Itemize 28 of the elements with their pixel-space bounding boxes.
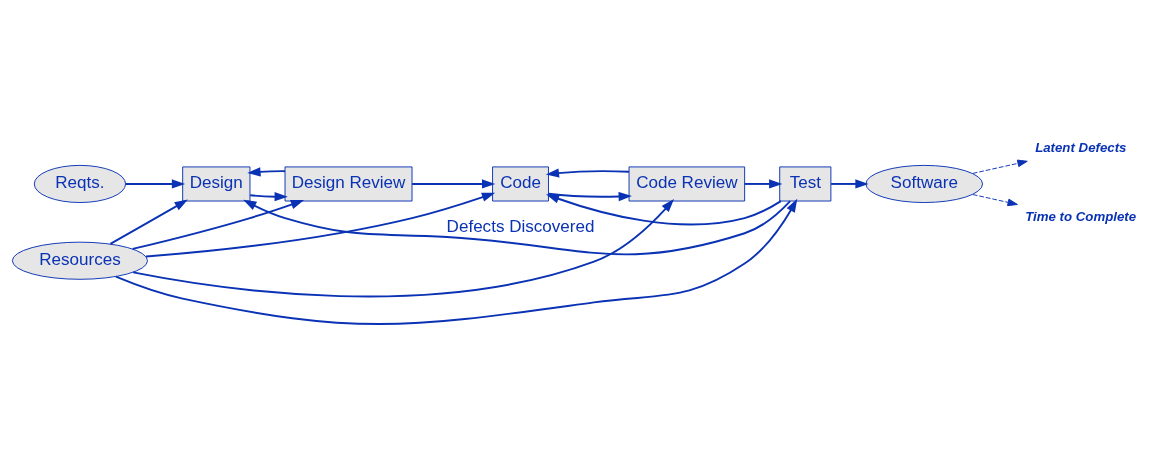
node-box: Code: [492, 166, 549, 202]
arrow: [972, 194, 1018, 207]
arrow: [115, 198, 798, 325]
arrow: [545, 168, 630, 178]
arrow: [247, 167, 286, 177]
node-ellipse: Resources: [11, 241, 148, 280]
edge-label: Defects Discovered: [446, 216, 595, 236]
arrow: [972, 159, 1028, 174]
arrow: [743, 179, 783, 189]
arrow: [124, 179, 186, 189]
node-ellipse: Software: [865, 164, 984, 203]
arrow: [547, 191, 632, 202]
arrow: [243, 199, 792, 256]
arrow: [109, 199, 188, 245]
node-box: Code Review: [628, 166, 746, 202]
arrow: [249, 192, 288, 202]
arrow: [131, 200, 305, 250]
arrow: [411, 179, 496, 189]
node-box: Design: [182, 166, 251, 202]
arrow: [830, 179, 869, 189]
node-ellipse: Reqts.: [33, 164, 127, 203]
node-text: Time to Complete: [1025, 208, 1137, 224]
node-box: Test: [779, 166, 832, 202]
arrow: [545, 194, 782, 226]
node-text: Latent Defects: [1035, 140, 1127, 156]
arrow: [145, 192, 496, 258]
arrow: [132, 199, 675, 298]
node-box: Design Review: [284, 166, 413, 202]
